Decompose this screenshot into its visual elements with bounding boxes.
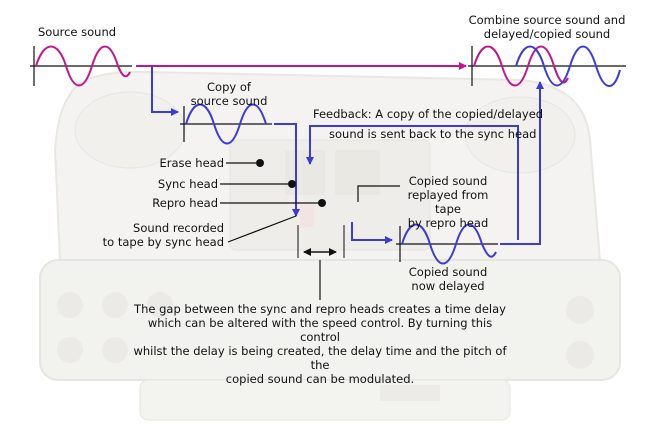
copied-replayed-label: Copied sound replayed from tape by repro… <box>407 174 489 230</box>
sound-recorded-pointer <box>227 215 297 243</box>
copied-delayed-wave <box>396 223 498 265</box>
copy-of-source-wave <box>180 103 272 145</box>
sync-head-pointer <box>220 180 296 188</box>
source-sound-wave <box>30 45 132 87</box>
combined-sound-wave <box>468 45 626 87</box>
delayed-to-combine-arrow <box>500 81 544 245</box>
gap-explanation-text: The gap between the sync and repro heads… <box>133 302 507 386</box>
feedback-arrow <box>306 125 519 240</box>
repro-to-delayed-arrow <box>351 222 393 244</box>
repro-head-pointer <box>220 199 326 207</box>
erase-head-label: Erase head <box>159 156 224 170</box>
sound-recorded-label: Sound recorded to tape by sync head <box>102 221 224 249</box>
feedback-label-line1: Feedback: A copy of the copied/delayed <box>313 107 544 121</box>
erase-head-pointer <box>226 159 264 167</box>
sync-head-label: Sync head <box>157 177 218 191</box>
repro-head-label: Repro head <box>152 196 218 210</box>
copy-of-source-label: Copy of source sound <box>190 80 268 108</box>
combine-label: Combine source sound and delayed/copied … <box>468 13 626 41</box>
feedback-label-line2: sound is sent back to the sync head <box>329 127 537 141</box>
source-sound-label: Source sound <box>38 25 117 39</box>
copy-to-sync-arrow <box>274 123 300 217</box>
copied-delayed-label: Copied sound now delayed <box>408 265 488 293</box>
copied-replayed-pointer <box>357 185 400 202</box>
source-to-copy-arrow <box>151 66 179 116</box>
